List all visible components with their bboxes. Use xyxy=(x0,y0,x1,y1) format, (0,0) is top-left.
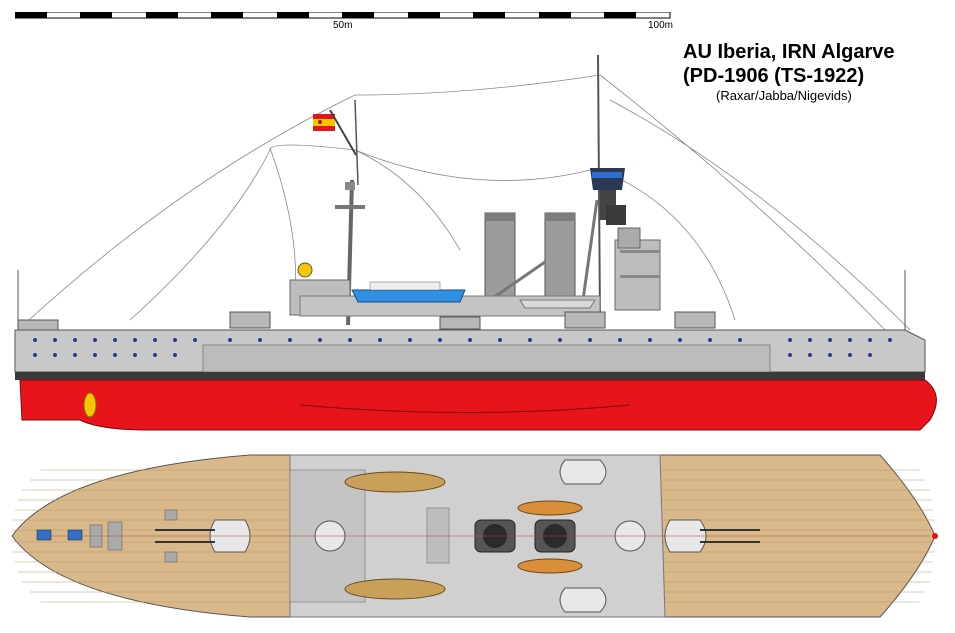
mainmast xyxy=(581,54,626,321)
ship-title: AU Iberia, IRN Algarve xyxy=(683,41,895,63)
boats-top xyxy=(344,471,583,600)
ship-boats xyxy=(351,281,596,309)
author-credit: (Raxar/Jabba/Nigevids) xyxy=(716,88,852,103)
boat-crane xyxy=(489,260,546,302)
bow-light xyxy=(932,533,938,539)
profile-turrets xyxy=(17,311,716,333)
rigging-lines xyxy=(17,74,911,331)
gun-barrels-top xyxy=(155,529,760,543)
spanish-flag xyxy=(313,114,335,131)
scale-bar-graphic xyxy=(15,12,671,19)
forward-bridge xyxy=(614,227,661,311)
scale-label-100: 100m xyxy=(648,20,674,31)
scale-label-50: 50m xyxy=(333,20,353,31)
hull-profile xyxy=(14,329,937,431)
hull-portholes xyxy=(33,338,892,357)
ship-subtitle: (PD-1906 (TS-1922) xyxy=(683,65,865,87)
